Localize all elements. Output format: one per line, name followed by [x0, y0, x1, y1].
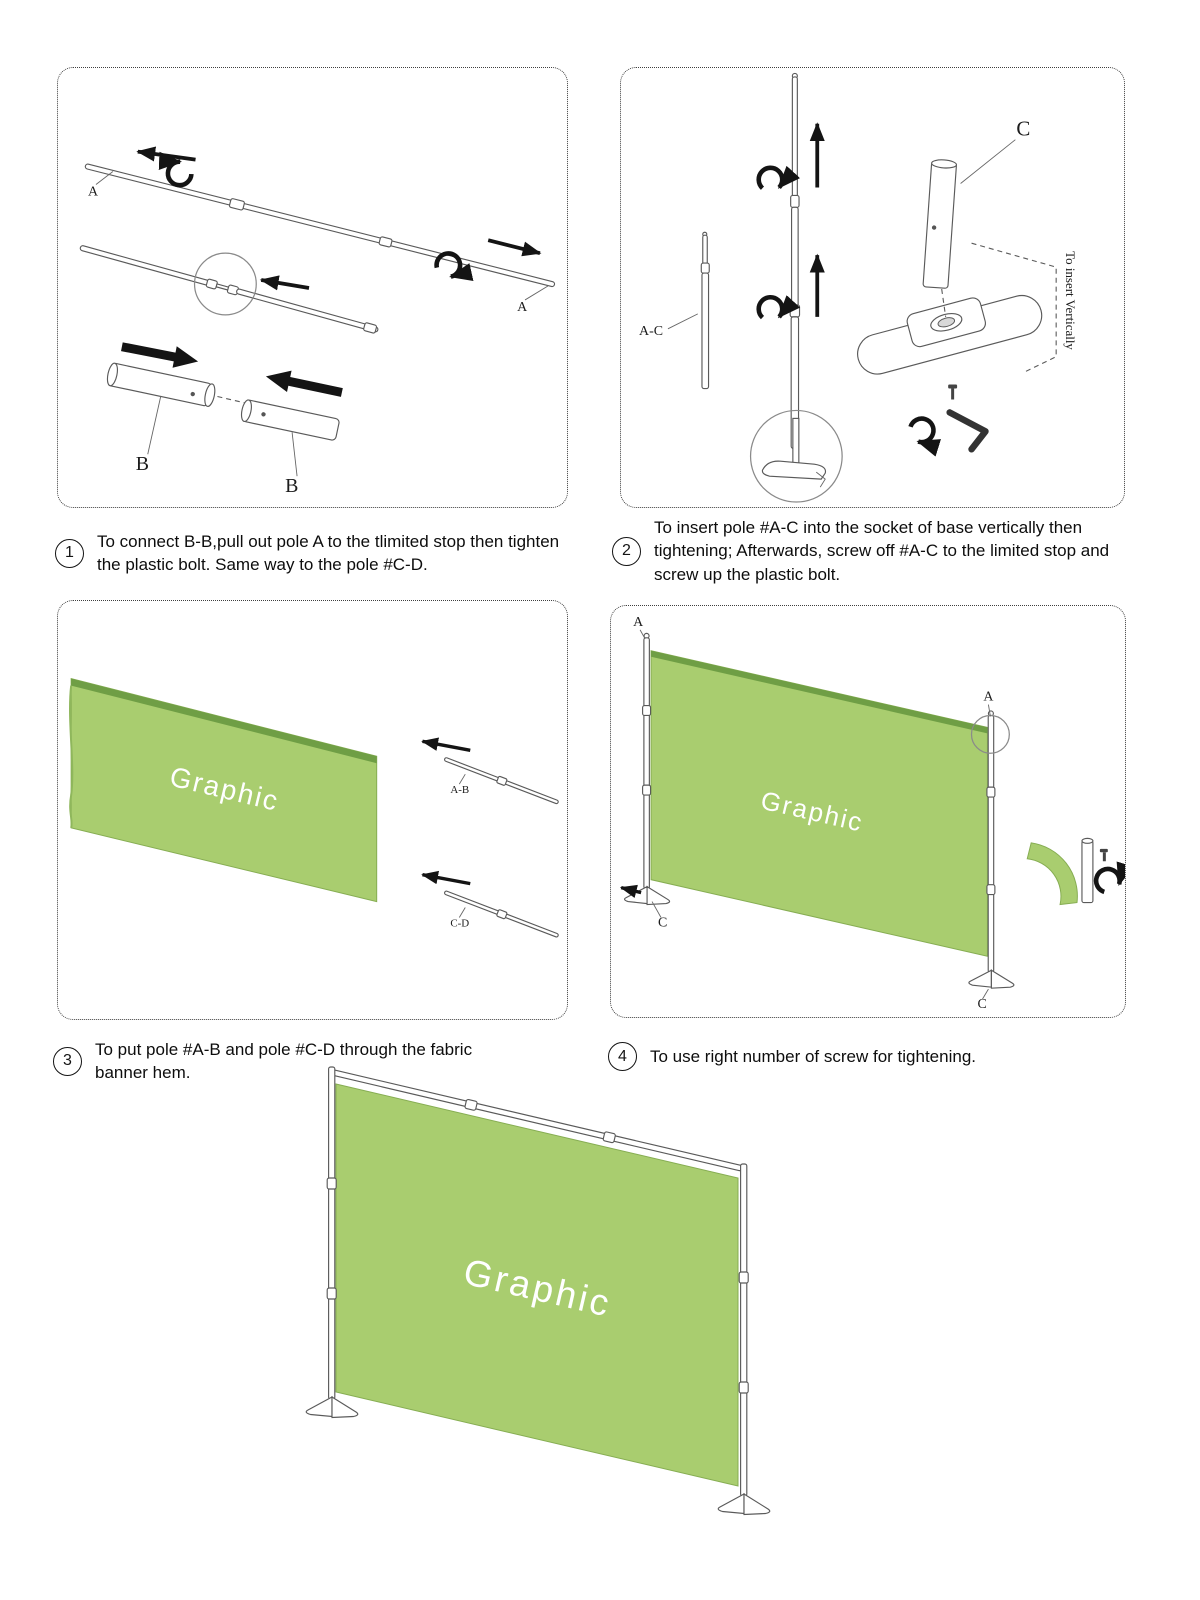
- allen-wrench: [946, 409, 989, 453]
- leader-a-left: [95, 171, 114, 185]
- step-1: 1 To connect B-B,pull out pole A to the …: [55, 530, 567, 577]
- step4-diagram: Graphic A C: [619, 615, 1125, 1012]
- pole-ac: [700, 231, 710, 390]
- pole-ab: [444, 757, 559, 805]
- leader-c: [960, 139, 1016, 184]
- panel-step2: A-C C To insert Vertically: [620, 67, 1125, 508]
- leader-ac: [667, 313, 698, 330]
- label-pole-ab: A-B: [450, 784, 469, 796]
- insert-dash-line: [941, 288, 947, 317]
- step-4-text: To use right number of screw for tighten…: [650, 1046, 976, 1066]
- pole-vertical: [789, 72, 801, 449]
- label-bottom-right-c: C: [977, 997, 986, 1012]
- base-magnifier: [749, 409, 843, 503]
- tighten-arrow: [1093, 861, 1125, 895]
- rotate-arrow-2: [434, 251, 474, 281]
- pole-left: [305, 1066, 359, 1419]
- panel-step4: Graphic A C: [610, 605, 1126, 1018]
- step2-diagram: A-C C To insert Vertically: [639, 72, 1078, 503]
- fabric-banner: [69, 677, 378, 903]
- step3-diagram: Graphic A-B C-D: [69, 677, 559, 938]
- step-2-text: To insert pole #A-C into the socket of b…: [654, 518, 1110, 584]
- leader-top-left: [639, 629, 646, 640]
- step-1-text: To connect B-B,pull out pole A to the tl…: [97, 532, 560, 575]
- label-pole-cd: C-D: [450, 917, 469, 929]
- insert-ab-arrow: [421, 737, 471, 752]
- leader-bottom-right: [982, 988, 989, 1000]
- pole-right: [717, 1163, 771, 1516]
- rotate-arrow-1: [158, 151, 194, 188]
- step-3-number-text: 3: [63, 1052, 72, 1070]
- step-3-number: 3: [53, 1046, 82, 1076]
- label-pole-ac: A-C: [639, 324, 663, 339]
- base-plate: [857, 294, 1043, 375]
- banner: [650, 650, 988, 957]
- step-2: 2 To insert pole #A-C into the socket of…: [612, 516, 1128, 586]
- foot-arrow: [619, 884, 642, 898]
- pull-left-arrow: [136, 146, 196, 162]
- label-pole-a-right: A: [517, 300, 527, 315]
- label-top-right-a: A: [983, 690, 993, 705]
- screw: [948, 384, 958, 400]
- leader-bottom-left: [651, 901, 662, 918]
- joint-dash-line: [217, 395, 248, 405]
- insert-cd-arrow: [421, 870, 471, 886]
- thick-arrow-left: [265, 370, 343, 397]
- note-insert-vertically: To insert Vertically: [1063, 251, 1078, 350]
- final-assembly: Graphic: [300, 1060, 790, 1570]
- label-tube-b-left: B: [136, 453, 149, 475]
- push-joint-arrow: [259, 275, 310, 291]
- step-3: 3 To put pole #A-B and pole #C-D through…: [53, 1038, 523, 1085]
- leader-b-right: [291, 432, 298, 477]
- label-bottom-left-c: C: [658, 915, 667, 930]
- leader-cd: [458, 907, 466, 918]
- tube-b-left: [106, 362, 216, 407]
- part-c-tube: [922, 159, 958, 289]
- step-4: 4 To use right number of screw for tight…: [608, 1042, 1128, 1071]
- rotate-arrow-2: [756, 294, 801, 320]
- step-2-number: 2: [612, 536, 641, 566]
- panel-step1: A A: [57, 67, 568, 508]
- step-4-number-text: 4: [618, 1047, 627, 1065]
- step-2-number-text: 2: [622, 542, 631, 560]
- panel-step3: Graphic A-B C-D: [57, 600, 568, 1020]
- leader-ab: [458, 773, 466, 785]
- leader-a-right: [524, 285, 549, 301]
- step-4-number: 4: [608, 1042, 637, 1071]
- label-top-left-a: A: [633, 615, 643, 630]
- tube-b-right: [240, 399, 340, 441]
- pole-cd: [444, 890, 559, 938]
- pole-right: [968, 710, 1015, 989]
- tighten-arrow: [908, 416, 942, 457]
- step-1-number-text: 1: [65, 544, 74, 562]
- screw: [1099, 848, 1108, 862]
- step1-diagram: A A: [79, 146, 556, 497]
- joint-magnifier-circle: [193, 252, 257, 316]
- fabric-wavy-edge: [69, 685, 74, 829]
- pole-left: [624, 632, 671, 906]
- banner-top-edge: [651, 650, 988, 734]
- pole-a-lower: [79, 245, 379, 334]
- label-tube-b-right: B: [285, 475, 298, 497]
- label-pole-a-left: A: [88, 184, 98, 199]
- leader-b-left: [147, 396, 162, 455]
- pull-right-arrow: [487, 238, 542, 257]
- leader-top-right: [987, 704, 991, 717]
- label-part-c: C: [1016, 117, 1030, 141]
- final-assembly-diagram: Graphic: [305, 1066, 771, 1516]
- step-1-number: 1: [55, 538, 84, 568]
- rotate-arrow-1: [756, 165, 801, 190]
- thick-arrow-right: [121, 342, 199, 368]
- pole-a-upper: [84, 163, 556, 288]
- step-3-text: To put pole #A-B and pole #C-D through t…: [95, 1040, 473, 1083]
- corner-detail: [1026, 837, 1125, 906]
